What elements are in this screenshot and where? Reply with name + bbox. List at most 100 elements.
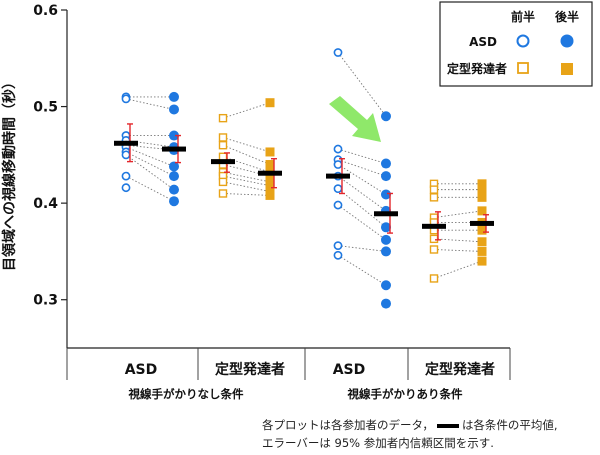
x-tick-label: 定型発達者 [425,361,495,378]
connector-line [337,52,387,117]
data-point [169,91,179,102]
data-group [114,91,186,207]
connector-line [337,148,387,164]
connector-line [125,175,175,202]
data-point [333,200,343,210]
data-point [333,160,343,169]
connector-line [125,154,175,190]
legend-td-first-marker [517,62,529,74]
connector-line [337,188,387,228]
data-point [169,171,179,182]
data-point [218,140,228,150]
y-tick-label: 0.5 [33,100,58,116]
connector-line [433,238,483,243]
x-tick-label: ASD [125,362,158,378]
legend: 前半 後半 ASD 定型発達者 [439,1,593,87]
connector-line [222,181,271,192]
connector-line [337,254,387,286]
data-point [121,94,131,104]
mean-bar [326,173,350,179]
mean-bar-sample [436,423,459,428]
legend-asd-first-marker [516,34,530,48]
connector-line [222,156,271,173]
connector-line [337,159,387,177]
data-point [333,184,343,194]
x-tick-label: 定型発達者 [215,361,285,378]
data-point [429,193,439,202]
data-point [381,298,391,309]
data-point [169,130,179,141]
data-point [333,48,343,57]
mean-bar [470,220,494,226]
connector-line [125,151,175,177]
data-group [211,98,282,200]
data-point [381,111,391,122]
data-point [265,147,275,157]
highlight-arrow [329,96,381,142]
y-tick-label: 0.3 [33,293,58,309]
data-point [218,133,228,142]
footnote-text-1a: 各プロットは各参加者のデータ， [262,418,434,432]
connector-line [337,204,387,241]
legend-label-td: 定型発達者 [447,61,507,76]
footnote-text-2: エラーバーは 95% 参加者内信頼区間を示す. [262,436,494,450]
data-point [121,183,131,193]
data-point [381,222,391,233]
data-point [381,246,391,257]
connector-line [222,175,271,187]
data-point [218,189,228,198]
legend-header-first: 前半 [511,9,535,24]
data-point [477,185,487,195]
data-group [422,179,494,283]
legend-label-asd: ASD [469,35,497,49]
y-tick-label: 0.4 [33,196,58,212]
mean-bar [211,159,235,165]
data-point [477,206,487,216]
data-point [169,161,179,172]
y-axis-label: 目領域への視線移動時間（秒） [1,75,18,271]
data-point [381,234,391,245]
x-tick-label: ASD [333,362,366,378]
data-point [477,179,487,189]
data-point [265,160,275,170]
data-point [477,192,487,202]
connector-line [222,102,271,119]
data-point [429,185,439,194]
mean-bar [258,170,282,176]
data-point [121,171,131,181]
data-point [477,225,487,235]
connector-line [222,137,271,153]
legend-td-second-marker [561,63,573,75]
data-point [477,246,487,256]
mean-bar [114,140,138,146]
data-point [429,274,439,283]
data-point [477,237,487,247]
connector-line [222,193,271,196]
data-point [333,241,343,251]
data-point [265,98,275,108]
connector-line [337,175,387,212]
data-point [477,256,487,266]
connector-line [125,98,175,110]
data-point [169,104,179,115]
data-point [169,184,179,195]
legend-header-second: 後半 [555,9,579,24]
connector-line [337,245,387,252]
condition-label: 視線手がかりあり条件 [347,387,463,401]
data-point [265,171,275,181]
connector-line [433,260,483,279]
data-point [218,113,228,123]
connector-line [125,146,175,167]
connector-line [433,210,483,219]
data-point [265,190,275,200]
mean-bar [422,223,446,229]
footnote-line-2: エラーバーは 95% 参加者内信頼区間を示す. [262,435,494,451]
connector-line [337,164,387,195]
mean-bar [162,146,186,152]
footnote-text-1b: は各条件の平均値, [461,418,558,432]
data-point [265,181,275,191]
data-point [381,158,391,169]
data-point [381,189,391,200]
